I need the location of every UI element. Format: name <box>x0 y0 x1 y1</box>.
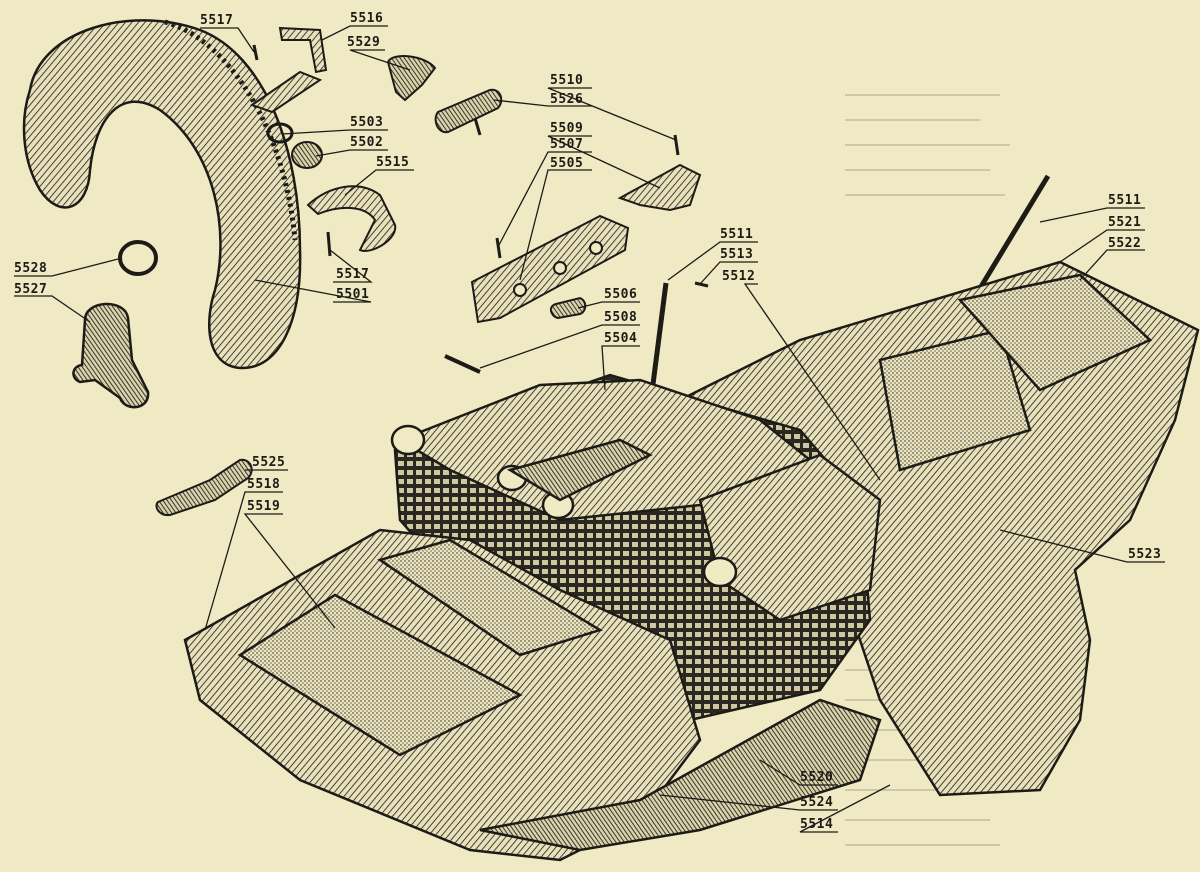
part-label-5520: 5520 <box>800 770 834 785</box>
part-label-5511-right: 5511 <box>1108 193 1142 208</box>
part-label-5503: 5503 <box>350 115 384 130</box>
part-label-5502: 5502 <box>350 135 384 150</box>
part-label-5501: 5501 <box>336 287 370 302</box>
part-label-5517-lower: 5517 <box>336 267 370 282</box>
part-label-5512: 5512 <box>722 269 756 284</box>
part-label-5517-top: 5517 <box>200 13 234 28</box>
small-parts-top <box>249 26 702 257</box>
part-label-5510: 5510 <box>550 73 584 88</box>
part-label-5525: 5525 <box>252 455 286 470</box>
part-label-5526: 5526 <box>550 92 584 107</box>
part-label-5519: 5519 <box>247 499 281 514</box>
part-label-5514: 5514 <box>800 817 834 832</box>
part-label-5518: 5518 <box>247 477 281 492</box>
part-label-5522: 5522 <box>1108 236 1142 251</box>
part-label-5505: 5505 <box>550 156 584 171</box>
part-label-5529: 5529 <box>347 35 381 50</box>
part-label-5527: 5527 <box>14 282 48 297</box>
part-label-5513: 5513 <box>720 247 754 262</box>
curved-duct-5501 <box>22 19 302 370</box>
part-label-5528: 5528 <box>14 261 48 276</box>
part-label-5511-left: 5511 <box>720 227 754 242</box>
part-label-5521: 5521 <box>1108 215 1142 230</box>
part-label-5516: 5516 <box>350 11 384 26</box>
part-label-5507: 5507 <box>550 137 584 152</box>
part-label-5508: 5508 <box>604 310 638 325</box>
part-label-5506: 5506 <box>604 287 638 302</box>
part-label-5504: 5504 <box>604 331 638 346</box>
bracket-and-fasteners <box>155 214 709 517</box>
part-label-5524: 5524 <box>800 795 834 810</box>
radiator-assembly <box>183 260 1200 862</box>
part-label-5509: 5509 <box>550 121 584 136</box>
part-label-5515: 5515 <box>376 155 410 170</box>
leader-lines <box>14 25 1165 833</box>
part-label-5523: 5523 <box>1128 547 1162 562</box>
